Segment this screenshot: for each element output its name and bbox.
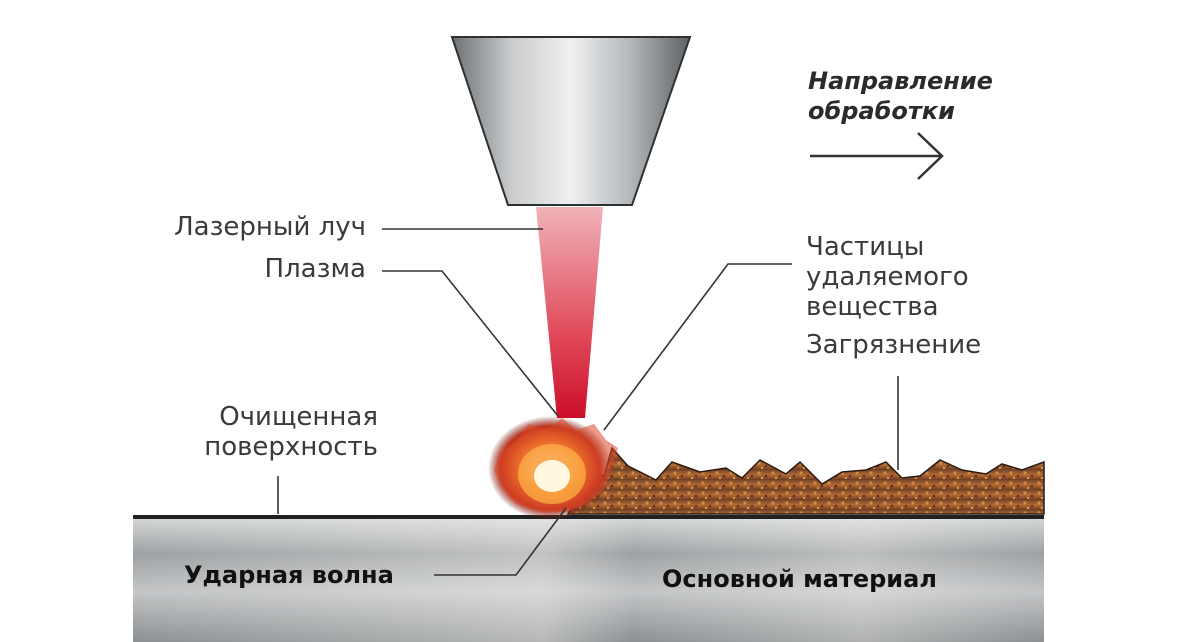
label-shock-wave: Ударная волна	[184, 561, 394, 589]
label-contamination: Загрязнение	[806, 330, 982, 360]
leader-plasma	[382, 270, 559, 417]
label-cleaned-surface: Очищенная поверхность	[100, 402, 378, 462]
laser-nozzle	[450, 36, 692, 206]
label-particles-line2: удаляемого	[806, 262, 969, 292]
label-base-material: Основной материал	[662, 565, 937, 593]
label-direction: Направление обработки	[808, 66, 993, 126]
leader-shock-wave	[434, 507, 567, 576]
label-particles-line1: Частицы	[806, 232, 925, 262]
leader-particles	[603, 263, 792, 431]
laser-beam	[536, 207, 603, 418]
label-particles-line3: вещества	[806, 292, 939, 322]
direction-arrow	[810, 132, 944, 180]
plasma-burst	[488, 416, 618, 520]
label-cleaned-surface-line1: Очищенная	[219, 402, 378, 432]
label-cleaned-surface-line2: поверхность	[204, 432, 378, 462]
label-laser-beam: Лазерный луч	[174, 212, 366, 242]
label-direction-line1: Направление	[808, 67, 993, 95]
label-direction-line2: обработки	[808, 97, 955, 125]
label-particles: Частицы удаляемого вещества	[806, 232, 969, 322]
base-metal-plate	[133, 515, 1044, 642]
contamination-layer	[566, 446, 1045, 515]
label-plasma: Плазма	[264, 254, 366, 284]
